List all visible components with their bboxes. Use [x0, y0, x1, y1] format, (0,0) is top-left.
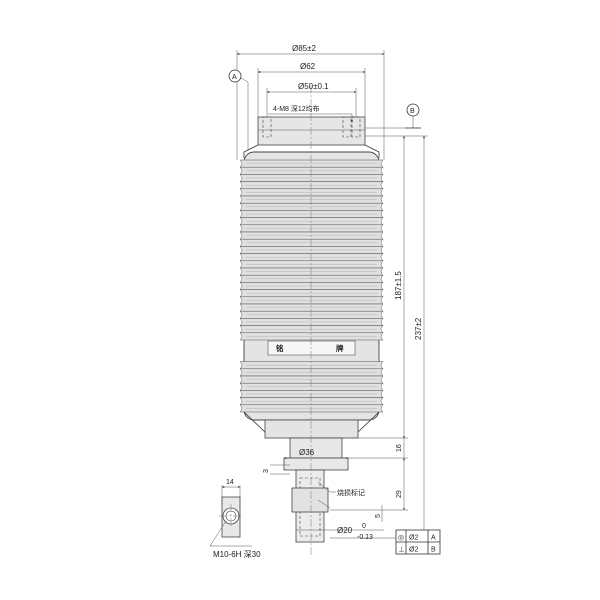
tol-row2-value: Ø2 [409, 547, 418, 554]
interrupter-body: 铭 牌 [239, 116, 384, 543]
bolt-hole-right [342, 116, 352, 138]
dim-stem-diameter: Ø20 [337, 526, 353, 535]
dim-stem-small: Ø36 [299, 448, 315, 457]
bottom-cap [264, 419, 359, 439]
dim-16: 16 [396, 444, 403, 452]
height-dimensions: 187±1.5 237±2 16 29 5 [330, 135, 428, 539]
nameplate-left-char: 铭 [276, 343, 284, 353]
tol-row2-symbol: ⊥ [399, 547, 405, 554]
bellows-guide [283, 457, 349, 471]
housing-ribs [239, 159, 384, 413]
stem-clamp [291, 487, 329, 513]
tol-row1-datum: A [431, 535, 436, 542]
datum-a-label: A [232, 74, 237, 81]
tol-row1-symbol: ◎ [398, 535, 404, 542]
tol-row2-datum: B [431, 547, 436, 554]
datum-a-marker [228, 69, 242, 83]
dim-stem-tol-upper: 0 [362, 523, 366, 530]
dim-outer-diameter: Ø85±2 [292, 44, 317, 53]
thread-note: 4-M8 深12均布 [273, 104, 320, 113]
side-thread-note: M10-6H 深30 [213, 550, 261, 559]
dim-bolt-circle: Ø50±0.1 [298, 82, 329, 91]
dim-14: 14 [226, 479, 234, 486]
stem-base [289, 437, 343, 459]
top-cap [257, 116, 366, 146]
stem-dimensions: Ø36 Ø20 0 -0.13 3 烧损标记 [263, 448, 384, 541]
nameplate [267, 340, 356, 356]
dim-29: 29 [396, 490, 403, 498]
dim-3: 3 [263, 469, 270, 473]
datum-b-label: B [410, 108, 415, 115]
bolt-hole-left [262, 116, 272, 138]
dim-flange-diameter: Ø62 [300, 62, 316, 71]
dim-body-height: 187±1.5 [394, 271, 403, 300]
dim-5: 5 [375, 514, 382, 518]
dim-total-height: 237±2 [414, 317, 423, 340]
tol-row1-value: Ø2 [409, 535, 418, 542]
wear-mark-label: 烧损标记 [337, 488, 365, 497]
thread-detail-view: 14 M10-6H 深30 [209, 479, 261, 559]
dim-stem-tol-lower: -0.13 [357, 534, 373, 541]
tolerance-table: ◎ Ø2 A ⊥ Ø2 B [395, 529, 441, 555]
top-dimensions: Ø85±2 Ø62 Ø50±0.1 4-M8 深12均布 A B [228, 44, 421, 160]
nameplate-right-char: 牌 [336, 343, 344, 353]
